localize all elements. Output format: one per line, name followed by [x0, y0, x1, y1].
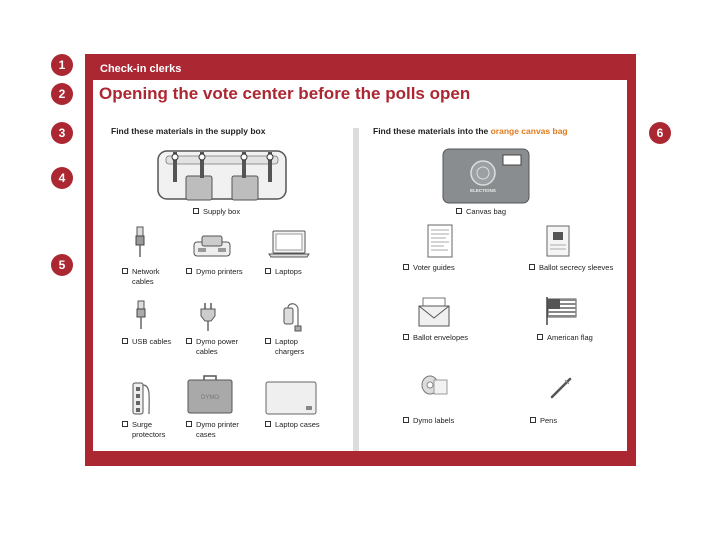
checkbox-icon	[265, 338, 271, 344]
checkbox-icon	[122, 268, 128, 274]
canvas-bag-caption: Canvas bag	[456, 207, 506, 217]
checkbox-icon	[186, 421, 192, 427]
laptop-icon	[268, 230, 310, 258]
checkbox-icon	[403, 264, 409, 270]
laptop-case-icon	[265, 381, 317, 415]
right-section-heading: Find these materials into the orange can…	[373, 126, 568, 136]
marker-4: 4	[51, 167, 73, 189]
dymo-printers-caption: Dymo printers	[186, 267, 243, 277]
dymo-printer-icon	[193, 235, 231, 257]
laptops-caption: Laptops	[265, 267, 302, 277]
checkbox-icon	[403, 334, 409, 340]
laptop-cases-caption: Laptop cases	[265, 420, 320, 430]
checkbox-icon	[530, 417, 536, 423]
usb-cables-caption: USB cables	[122, 337, 171, 347]
page-title: Opening the vote center before the polls…	[99, 84, 471, 103]
content-panel	[93, 80, 627, 451]
canvas-bag-icon: ELECTIONS	[442, 148, 530, 204]
checkbox-icon	[537, 334, 543, 340]
surge-protector-icon	[132, 382, 150, 415]
marker-2: 2	[51, 83, 73, 105]
bag-logo-text: ELECTIONS	[470, 188, 496, 193]
ballot-envelopes-caption: Ballot envelopes	[403, 333, 468, 343]
checkbox-icon	[186, 338, 192, 344]
surge-protectors-caption: Surge protectors	[122, 420, 176, 440]
network-cable-icon	[135, 226, 145, 257]
supply-box-icon	[157, 150, 287, 201]
dymo-printer-case-icon: DYMO	[187, 375, 233, 414]
marker-5: 5	[51, 254, 73, 276]
checkbox-icon	[529, 264, 535, 270]
checkbox-icon	[186, 268, 192, 274]
role-label: Check-in clerks	[100, 63, 182, 75]
american-flag-caption: American flag	[537, 333, 593, 343]
pen-icon	[550, 377, 572, 399]
dymo-printer-cases-caption: Dymo printer cases	[186, 420, 248, 440]
marker-6: 6	[649, 122, 671, 144]
voter-guide-icon	[427, 224, 453, 258]
usb-cable-icon	[136, 300, 146, 329]
dymo-labels-caption: Dymo labels	[403, 416, 454, 426]
checkbox-icon	[456, 208, 462, 214]
checkbox-icon	[122, 338, 128, 344]
supply-box-caption: Supply box	[193, 207, 240, 217]
network-cables-caption: Network cables	[122, 267, 176, 287]
ballot-sleeve-icon	[546, 225, 570, 257]
dymo-labels-icon	[421, 375, 448, 395]
checkbox-icon	[122, 421, 128, 427]
ballot-sleeves-caption: Ballot secrecy sleeves	[529, 263, 613, 273]
dymo-power-cables-caption: Dymo power cables	[186, 337, 248, 357]
laptop-charger-icon	[283, 303, 302, 332]
marker-1: 1	[51, 54, 73, 76]
ballot-envelope-icon	[418, 297, 450, 327]
laptop-chargers-caption: Laptop chargers	[265, 337, 311, 357]
left-section-heading: Find these materials in the supply box	[111, 126, 266, 136]
checkbox-icon	[265, 421, 271, 427]
dymo-brand-text: DYMO	[201, 395, 219, 401]
american-flag-icon	[546, 297, 577, 325]
orange-bag-highlight: orange canvas bag	[490, 126, 568, 136]
checkbox-icon	[265, 268, 271, 274]
checkbox-icon	[193, 208, 199, 214]
marker-3: 3	[51, 122, 73, 144]
voter-guides-caption: Voter guides	[403, 263, 455, 273]
pens-caption: Pens	[530, 416, 557, 426]
section-divider	[353, 128, 359, 451]
checkbox-icon	[403, 417, 409, 423]
power-cable-icon	[200, 303, 216, 331]
